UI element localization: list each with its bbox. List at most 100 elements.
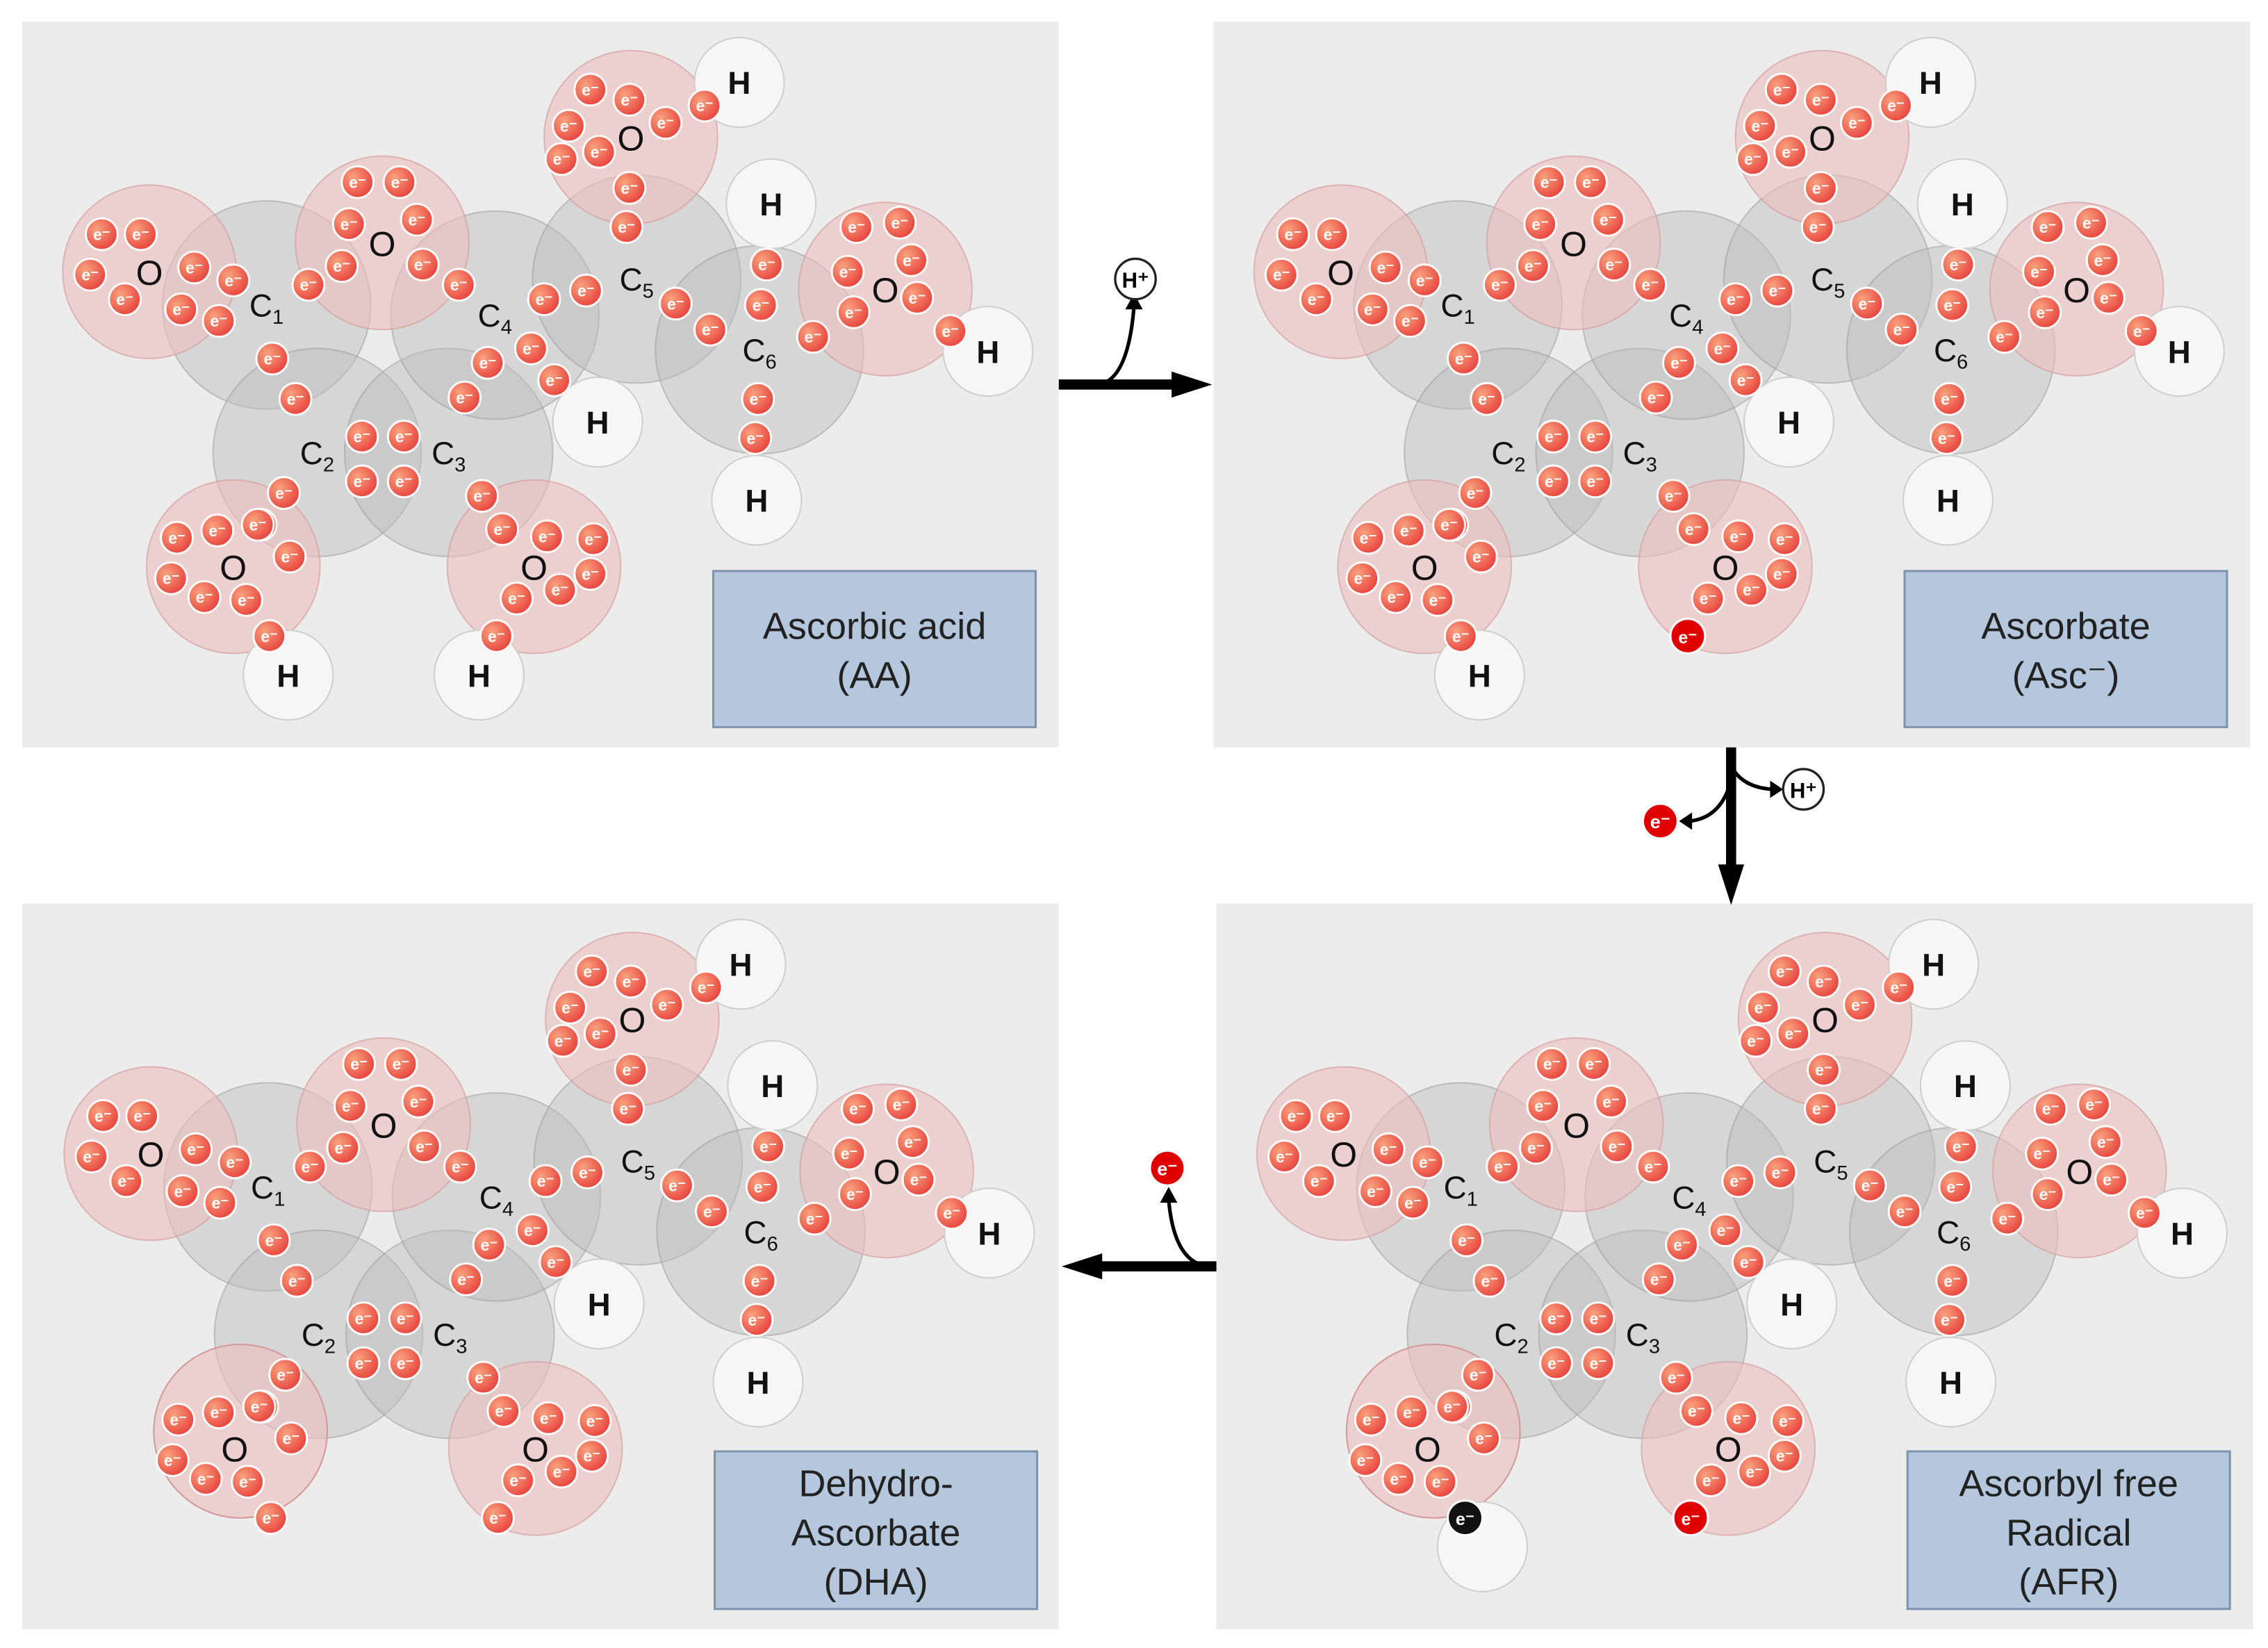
electron-dot: [267, 476, 301, 510]
electron-symbol: e⁻: [1590, 1354, 1607, 1372]
bound-electron: e⁻: [331, 207, 366, 241]
electron-dot: [1990, 1201, 2025, 1236]
bound-electron: e⁻: [544, 142, 579, 176]
bound-electron: e⁻: [401, 1085, 436, 1119]
electron-symbol: e⁻: [1377, 258, 1395, 277]
bound-electron: e⁻: [1461, 1358, 1495, 1392]
electron-symbol: e⁻: [1308, 290, 1325, 308]
electron-dot: [1472, 1264, 1507, 1298]
electron-dot: [229, 583, 263, 617]
electron-dot: [693, 313, 728, 347]
electron-symbol: e⁻: [1641, 276, 1659, 294]
bound-electron: e⁻: [165, 1174, 200, 1208]
bound-electron: e⁻: [1633, 267, 1668, 302]
electron-dot: [539, 1245, 573, 1279]
bound-electron: e⁻: [836, 295, 871, 329]
bound-electron: e⁻: [441, 267, 476, 302]
hydrogen-shell: [1743, 377, 1835, 468]
carbon-label: C2: [300, 436, 334, 476]
bound-electron: e⁻: [750, 247, 784, 282]
hydrogen-label: H: [468, 658, 491, 693]
electron-dot: [400, 202, 434, 237]
svg-text:(Asc⁻): (Asc⁻): [2012, 654, 2120, 696]
bound-electron: e⁻: [155, 1443, 190, 1477]
bound-electron: e⁻: [1393, 304, 1427, 338]
oxygen-label: O: [873, 1153, 901, 1192]
bound-electron: e⁻: [1728, 363, 1763, 397]
electron-symbol: e⁻: [668, 1176, 686, 1194]
electron-dot: [202, 304, 236, 338]
electron-dot: [161, 1402, 196, 1437]
bound-electron: e⁻: [1879, 88, 1913, 123]
bound-electron: e⁻: [742, 1264, 777, 1298]
proton-label-1: H⁺: [1122, 268, 1149, 292]
electron-symbol: e⁻: [1893, 321, 1910, 339]
electron-dot: [1379, 579, 1413, 614]
bound-electron: e⁻: [2025, 1137, 2060, 1171]
electron-symbol: e⁻: [1812, 1100, 1830, 1118]
hydrogen-label: H: [1919, 65, 1942, 101]
oxygen-label: O: [1712, 548, 1739, 587]
molecule-afr: e⁻e⁻e⁻e⁻e⁻e⁻e⁻e⁻e⁻e⁻e⁻e⁻e⁻e⁻e⁻e⁻e⁻e⁻e⁻e⁻…: [1256, 918, 2228, 1592]
bound-electron: e⁻: [1449, 1223, 1484, 1258]
electron-dot: [2092, 281, 2126, 315]
free-electron-label-2: e⁻: [1157, 1159, 1177, 1180]
label-afr-line1: Ascorbyl free: [1959, 1463, 2178, 1505]
electron-symbol: e⁻: [1360, 529, 1377, 547]
unpaired-electron-dot: [1446, 1499, 1484, 1537]
bound-electron: e⁻: [1536, 420, 1570, 454]
electron-dot: [1578, 420, 1613, 454]
electron-symbol: e⁻: [1324, 225, 1341, 243]
electron-symbol: e⁻: [1773, 565, 1791, 583]
electron-symbol: e⁻: [1685, 520, 1702, 538]
electron-symbol: e⁻: [904, 1133, 921, 1151]
carbon-label: C6: [1937, 1214, 1971, 1255]
bound-electron: e⁻: [229, 583, 263, 617]
hydrogen-label: H: [761, 1069, 784, 1104]
bound-electron: e⁻: [1355, 292, 1390, 327]
electron-dot: [254, 1501, 288, 1535]
electron-symbol: e⁻: [623, 973, 640, 991]
bound-electron: e⁻: [2094, 1162, 2128, 1197]
electron-dot: [1355, 292, 1390, 327]
electron-dot: [340, 165, 375, 199]
bound-electron: e⁻: [832, 1137, 866, 1171]
bound-electron: e⁻: [342, 1047, 377, 1081]
electron-dot: [443, 1149, 477, 1184]
bound-electron: e⁻: [1800, 210, 1835, 245]
bound-electron: e⁻: [1435, 1390, 1470, 1424]
electron-dot: [1411, 1145, 1445, 1180]
electron-dot: [1656, 479, 1691, 513]
bound-electron: e⁻: [124, 217, 158, 252]
electron-dot: [1691, 582, 1725, 616]
electron-dot: [797, 1201, 832, 1236]
electron-dot: [1317, 1098, 1352, 1133]
electron-dot: [1840, 106, 1874, 140]
bound-electron: e⁻: [933, 314, 968, 348]
hydrogen-label: H: [588, 1287, 611, 1322]
hydrogen-label: H: [1777, 405, 1800, 440]
bound-electron: e⁻: [1930, 421, 1964, 455]
bound-electron: e⁻: [1432, 507, 1466, 542]
electron-symbol: e⁻: [2094, 252, 2112, 270]
oxygen-label: O: [1560, 224, 1587, 263]
electron-symbol: e⁻: [1273, 266, 1290, 284]
bound-electron: e⁻: [326, 1130, 361, 1165]
electron-symbol: e⁻: [354, 428, 371, 446]
electron-symbol: e⁻: [942, 322, 959, 340]
electron-dot: [1676, 512, 1711, 546]
bound-electron: e⁻: [217, 1145, 252, 1180]
charged-electron: e⁻: [1672, 1499, 1709, 1537]
electron-symbol: e⁻: [1729, 1172, 1747, 1190]
electron-dot: [545, 1023, 580, 1058]
electron-symbol: e⁻: [1432, 1473, 1449, 1491]
electron-symbol: e⁻: [211, 312, 228, 330]
hydrogen-label: H: [2171, 1216, 2194, 1251]
bound-electron: e⁻: [108, 282, 142, 317]
electron-symbol: e⁻: [657, 114, 674, 132]
electron-dot: [1348, 1443, 1383, 1477]
electron-symbol: e⁻: [238, 591, 255, 609]
hydrogen-label: H: [976, 334, 999, 370]
bound-electron: e⁻: [695, 1194, 729, 1228]
bound-electron: e⁻: [659, 286, 693, 321]
